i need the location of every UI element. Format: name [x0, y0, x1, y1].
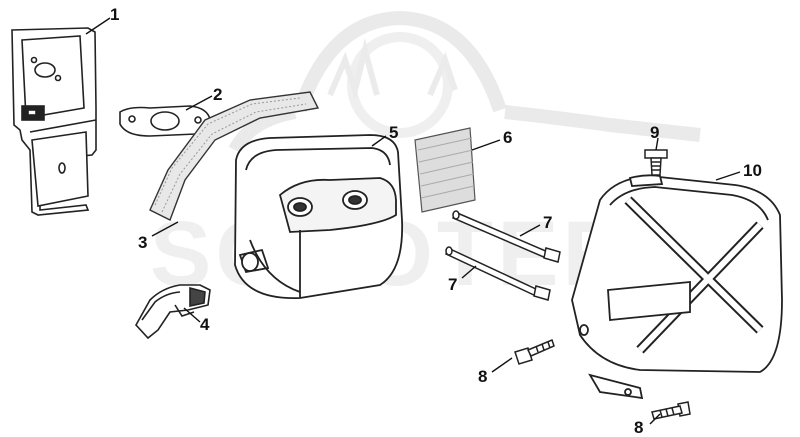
- part-bracket: [11, 27, 97, 216]
- callout-7-upper: 7: [543, 213, 552, 232]
- part-top-screw: [644, 149, 668, 176]
- part-long-bolt-upper: [452, 210, 561, 263]
- part-muffler-cover: [571, 174, 783, 400]
- part-short-bolt-left: [514, 338, 555, 365]
- callout-9: 9: [650, 123, 659, 142]
- part-short-bolt-bottom: [651, 401, 691, 420]
- callout-7-lower: 7: [448, 275, 457, 294]
- part-pipe-clamp: [135, 284, 211, 340]
- callout-5: 5: [389, 123, 398, 142]
- callout-8-bottom: 8: [634, 418, 643, 437]
- callout-8-left: 8: [478, 367, 487, 386]
- callout-1: 1: [110, 5, 119, 24]
- callout-3: 3: [138, 233, 147, 252]
- callout-10: 10: [743, 161, 762, 180]
- callout-6: 6: [503, 128, 512, 147]
- part-heat-shield-strip: [149, 91, 320, 221]
- part-muffler: [234, 134, 404, 299]
- callout-labels: 1 2 3 4 5 6 7 7 8 8 9 10: [110, 5, 762, 437]
- callout-4: 4: [200, 315, 210, 334]
- part-mesh-screen: [414, 127, 476, 213]
- part-gasket: [119, 105, 211, 137]
- part-long-bolt-lower: [445, 246, 551, 301]
- callout-2: 2: [213, 85, 222, 104]
- leader-lines: [85, 17, 741, 425]
